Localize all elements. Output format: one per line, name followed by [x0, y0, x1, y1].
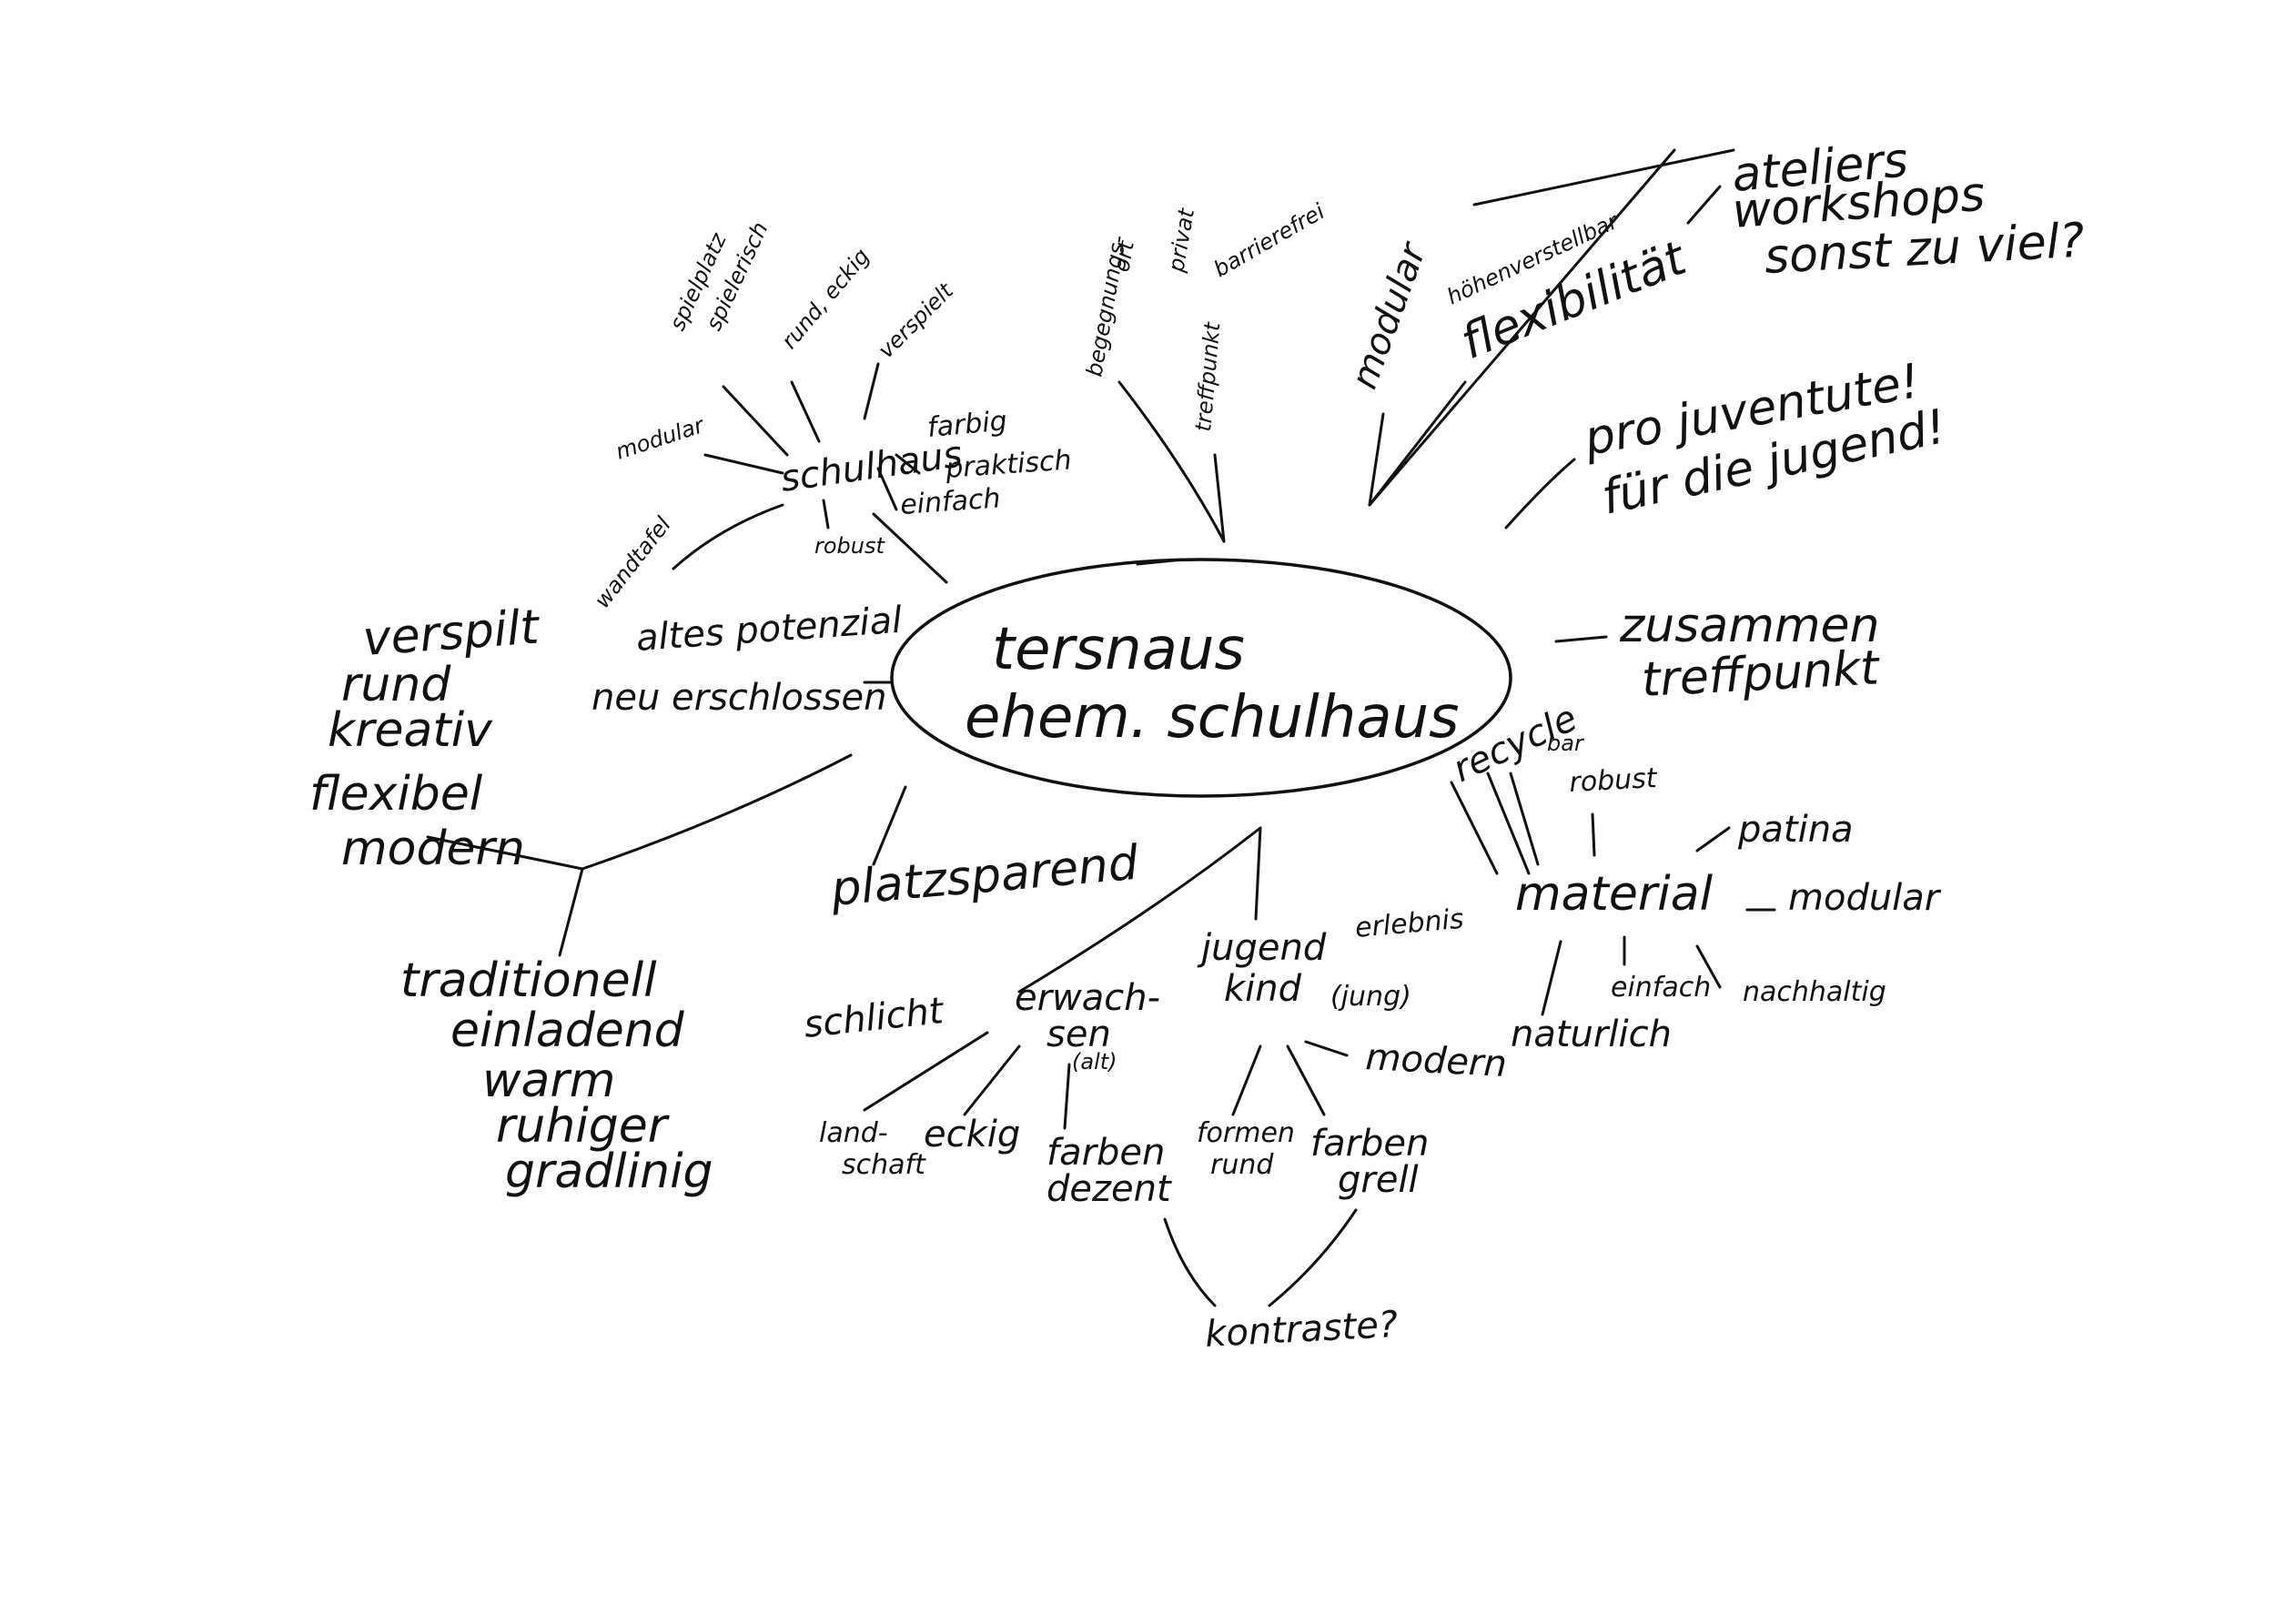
edge-schulhaus-spielplatz [722, 385, 789, 457]
edge-material-nachhaltig [1695, 944, 1722, 989]
zusammen-l2: treffpunkt [1641, 641, 1882, 708]
edge-material-patina [1695, 826, 1731, 852]
edge-center-schulhaus [872, 512, 948, 584]
top-barrierefrei: barrierefrei [1209, 198, 1330, 282]
edge-flex-ateliers-top [1472, 148, 1735, 207]
left-rund: rund [341, 658, 451, 712]
edge-jugend-formen [1231, 1044, 1262, 1116]
jugend-farben-l2: grell [1338, 1159, 1419, 1201]
jugend-title: jugend [1197, 927, 1327, 969]
schulhaus-wandtafel: wandtafel [590, 512, 676, 613]
edge-traditionell-leftlist [426, 835, 584, 871]
edge-center-jugend [1254, 826, 1262, 921]
edge-jugend-farben [1286, 1044, 1326, 1116]
connector-lines [426, 148, 1776, 1307]
jugend-erlebnis: erlebnis [1354, 903, 1465, 944]
edge-material-robust [1591, 812, 1596, 857]
trad-gradlinig: gradlinig [505, 1145, 713, 1199]
jugend-jung: (jung) [1330, 981, 1411, 1013]
edge-center-material-1 [1450, 781, 1499, 875]
erw-eckig: eckig [924, 1114, 1020, 1155]
center-title-line2: ehem. schulhaus [965, 684, 1459, 751]
material-modular: modular [1788, 877, 1942, 919]
edge-erwachsen-eckig [963, 1044, 1021, 1116]
edge-kontraste-left [1163, 1217, 1217, 1307]
jugend-modern: modern [1364, 1036, 1507, 1085]
edge-jugend-modern [1304, 1040, 1349, 1057]
potenzial-line1: altes potenzial [634, 600, 903, 660]
material-bar: bar [1547, 731, 1585, 756]
edge-material-recycle [1509, 772, 1540, 866]
edge-schulhaus-rund [790, 380, 821, 443]
left-kreativ: kreativ [328, 703, 493, 758]
edge-kontraste-right [1268, 1208, 1358, 1307]
edge-center-modular-fan-1 [1368, 412, 1385, 507]
jugend-kind: kind [1224, 968, 1302, 1010]
schulhaus-verspielt: verspielt [873, 277, 959, 364]
schulhaus-modular: modular [612, 412, 709, 465]
platzsparend: platzsparend [828, 836, 1141, 917]
edge-schulhaus-verspielt [863, 362, 880, 420]
edge-schulhaus-wandtafel [672, 503, 784, 570]
trad-traditionell: traditionell [400, 953, 657, 1008]
zusammen-l1: zusammen [1619, 599, 1879, 653]
edge-material-naturlich [1541, 940, 1562, 1016]
material-einfach: einfach [1611, 972, 1711, 1004]
erw-alt: (alt) [1072, 1049, 1117, 1074]
edge-center-pro [1504, 458, 1576, 530]
flex-modular: modular [1343, 236, 1435, 394]
material-patina: patina [1737, 809, 1854, 851]
edge-center-platzsparend [872, 785, 907, 866]
erw-schlicht: schlicht [802, 990, 946, 1046]
erw-landschaft-l1: land- [819, 1117, 888, 1149]
erw-title-line1: erwach- [1015, 977, 1160, 1019]
edge-erwachsen-landschaft [863, 1031, 989, 1112]
kontraste: kontraste? [1204, 1304, 1399, 1356]
edge-center-begegnung [1117, 380, 1226, 543]
edge-erwachsen-farben [1063, 1063, 1071, 1130]
material-robust: robust [1569, 762, 1659, 799]
erw-farben-l1: farben [1046, 1132, 1165, 1174]
erw-farben-l2: dezent [1046, 1168, 1172, 1210]
material-nachhaltig: nachhaltig [1743, 976, 1886, 1008]
edge-flex-side [1686, 185, 1722, 225]
top-treffpunkt: treffpunkt [1190, 320, 1226, 433]
edge-schulhaus-modular [703, 453, 784, 475]
jugend-formen-l1: formen [1197, 1117, 1295, 1149]
left-flexibel: flexibel [309, 767, 483, 822]
potenzial-line2: neu erschlossen [592, 677, 887, 719]
edge-center-erwachsen [1017, 826, 1262, 994]
edge-schulhaus-robust [822, 499, 830, 530]
top-privat: privat [1163, 206, 1199, 275]
edge-center-treffpunkt [1213, 453, 1226, 543]
trad-warm: warm [482, 1054, 615, 1108]
edge-center-traditionell [581, 753, 853, 871]
edge-schulhaus-praktisch [895, 453, 921, 475]
top-begegnungs-l2: ort [1108, 237, 1139, 274]
erw-title-line2: sen [1046, 1014, 1111, 1055]
material-title: material [1515, 867, 1714, 922]
edge-traditionell-down [558, 867, 584, 957]
schulhaus-einfach: einfach [899, 482, 1001, 521]
left-modern: modern [341, 822, 525, 876]
jugend-formen-l2: rund [1210, 1149, 1274, 1181]
erw-landschaft-l2: schaft [842, 1149, 926, 1181]
schulhaus-rund-eckig: rund, eckig [776, 244, 875, 354]
jugend-farben-l1: farben [1310, 1123, 1429, 1165]
edge-center-zusammen [1554, 635, 1608, 643]
edge-center-material-2 [1486, 772, 1531, 875]
trad-ruhiger: ruhiger [496, 1099, 671, 1154]
center-title-line1: tersnaus [992, 616, 1245, 683]
schulhaus-praktisch: praktisch [944, 444, 1072, 485]
trad-einladend: einladend [450, 1004, 685, 1058]
schulhaus-robust: robust [814, 533, 886, 559]
schulhaus-farbig: farbig [926, 405, 1008, 444]
edge-schulhaus-einfach [876, 467, 898, 511]
edge-center-modular-fan-3 [1368, 148, 1676, 507]
center-ellipse [890, 558, 1512, 798]
material-naturlich: naturlich [1511, 1014, 1672, 1055]
left-verspilt: verspilt [361, 600, 542, 667]
